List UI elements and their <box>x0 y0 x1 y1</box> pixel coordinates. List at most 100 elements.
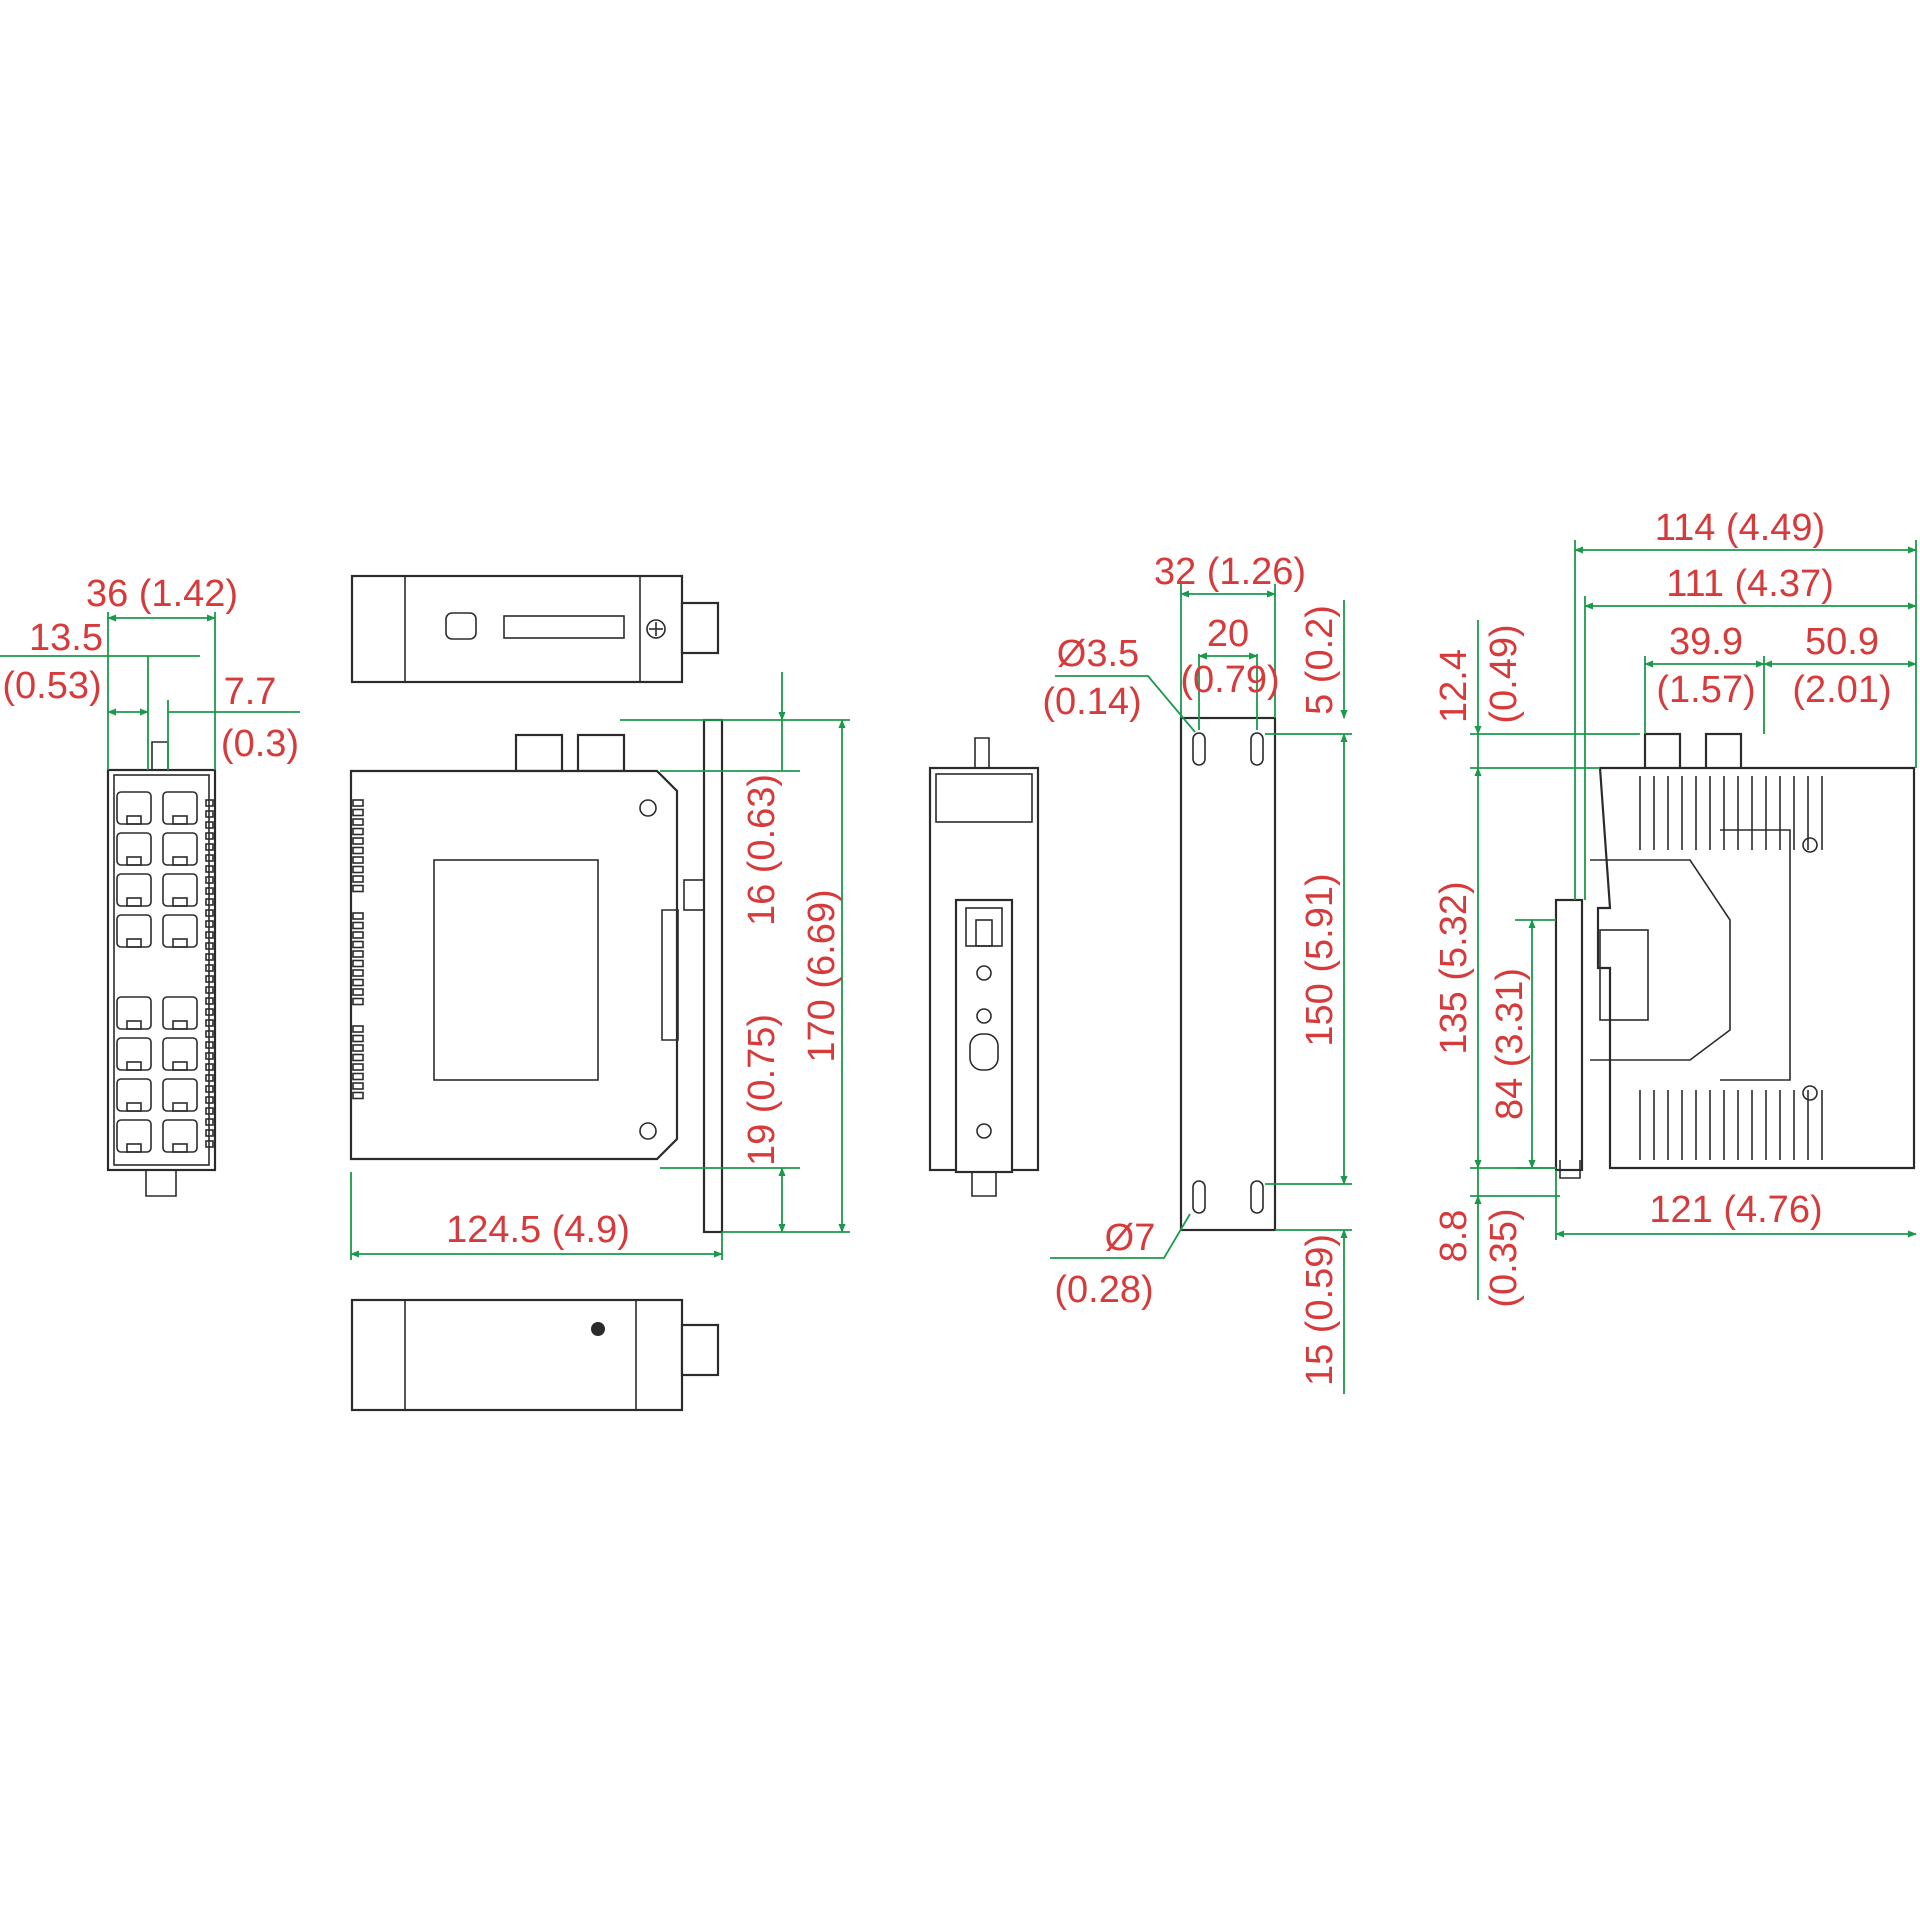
rear-base-label: 8.8 <box>1433 1210 1475 1263</box>
side-bottom-label: 19 (0.75) <box>741 1014 783 1166</box>
led <box>352 1025 364 1033</box>
led <box>205 953 214 961</box>
led <box>205 986 214 994</box>
led <box>205 1107 214 1115</box>
led <box>352 875 364 883</box>
rear-connector-label: 39.9 <box>1669 621 1743 663</box>
led <box>352 827 364 836</box>
led <box>205 1041 214 1049</box>
led <box>352 799 364 807</box>
front-view <box>106 741 217 1197</box>
led <box>205 1085 214 1093</box>
led <box>352 1063 364 1071</box>
rear-base-inch-label: (0.35) <box>1483 1208 1525 1307</box>
led <box>352 912 364 920</box>
led <box>205 810 214 818</box>
led <box>205 865 214 873</box>
heat-sink-fins <box>1639 776 1823 1160</box>
rear-top-inch-label: (0.49) <box>1483 624 1525 723</box>
top-view <box>350 574 720 684</box>
front-left-inch-label: (0.53) <box>2 665 101 707</box>
front-left-label: 13.5 <box>29 617 103 659</box>
wall-mount-plate <box>1179 716 1277 1232</box>
led <box>205 1063 214 1071</box>
led <box>205 931 214 939</box>
led <box>352 865 364 874</box>
led <box>352 856 364 864</box>
led <box>352 1072 364 1081</box>
led <box>352 950 364 958</box>
led <box>205 942 214 950</box>
led <box>352 997 364 1006</box>
small-hole-label: Ø3.5 <box>1057 633 1139 675</box>
led <box>205 1008 214 1016</box>
rear-top-label: 12.4 <box>1433 649 1475 723</box>
led <box>352 837 364 845</box>
led <box>352 969 364 977</box>
led <box>205 1019 214 1027</box>
led <box>205 964 214 972</box>
wall-bottom-label: 15 (0.59) <box>1299 1234 1341 1386</box>
led <box>352 940 364 949</box>
wall-pitch-inch-label: (0.79) <box>1180 659 1279 701</box>
led <box>205 920 214 928</box>
led <box>205 975 214 983</box>
side-height-label: 170 (6.69) <box>801 889 843 1062</box>
led <box>205 898 214 906</box>
led <box>352 884 364 893</box>
rear-rail-label: 84 (3.31) <box>1489 968 1531 1120</box>
led-column <box>205 799 214 1148</box>
front-width-label: 36 (1.42) <box>86 573 238 615</box>
din-rail-view <box>928 737 1040 1197</box>
large-hole-inch-label: (0.28) <box>1054 1269 1153 1311</box>
led <box>352 931 364 939</box>
led <box>205 821 214 829</box>
front-right-label: 7.7 <box>224 671 277 713</box>
led <box>205 1074 214 1082</box>
led <box>205 854 214 862</box>
wall-pitch-label: 20 <box>1207 613 1249 655</box>
led <box>205 997 214 1005</box>
led <box>205 832 214 840</box>
rj45-port-grid <box>116 791 198 1153</box>
front-right-inch-label: (0.3) <box>221 723 299 765</box>
led <box>352 818 364 826</box>
side-view <box>349 718 724 1412</box>
led <box>352 921 364 930</box>
led <box>205 909 214 917</box>
led <box>352 1091 364 1100</box>
dimension-labels: 36 (1.42) 13.5 (0.53) 7.7 (0.3) 124.5 (4… <box>2 507 1891 1386</box>
led <box>205 1140 214 1148</box>
led <box>352 1044 364 1052</box>
rear-depth-label: 121 (4.76) <box>1649 1189 1822 1231</box>
side-width-label: 124.5 (4.9) <box>446 1209 630 1251</box>
led <box>205 843 214 851</box>
wall-top-label: 5 (0.2) <box>1299 605 1341 715</box>
led <box>352 978 364 987</box>
led <box>205 1129 214 1137</box>
led <box>205 1030 214 1038</box>
led <box>352 988 364 996</box>
side-led-column <box>352 799 364 1100</box>
side-top-label: 16 (0.63) <box>741 774 783 926</box>
rear-total-label: 114 (4.49) <box>1655 507 1825 549</box>
rear-connector-inch-label: (1.57) <box>1656 669 1755 711</box>
wall-width-label: 32 (1.26) <box>1154 551 1306 593</box>
led <box>352 1034 364 1043</box>
led <box>205 1052 214 1060</box>
rear-right-inch-label: (2.01) <box>1792 669 1891 711</box>
led <box>352 959 364 968</box>
led <box>205 887 214 895</box>
rear-view <box>1554 732 1916 1179</box>
dimension-lines <box>0 540 1917 1394</box>
rear-height-label: 135 (5.32) <box>1433 881 1475 1054</box>
led <box>352 808 364 817</box>
led <box>352 1053 364 1062</box>
small-hole-inch-label: (0.14) <box>1042 681 1141 723</box>
led <box>205 876 214 884</box>
wall-hole-spacing-label: 150 (5.91) <box>1299 873 1341 1046</box>
rear-right-label: 50.9 <box>1805 621 1879 663</box>
led <box>352 846 364 855</box>
led <box>205 1118 214 1126</box>
